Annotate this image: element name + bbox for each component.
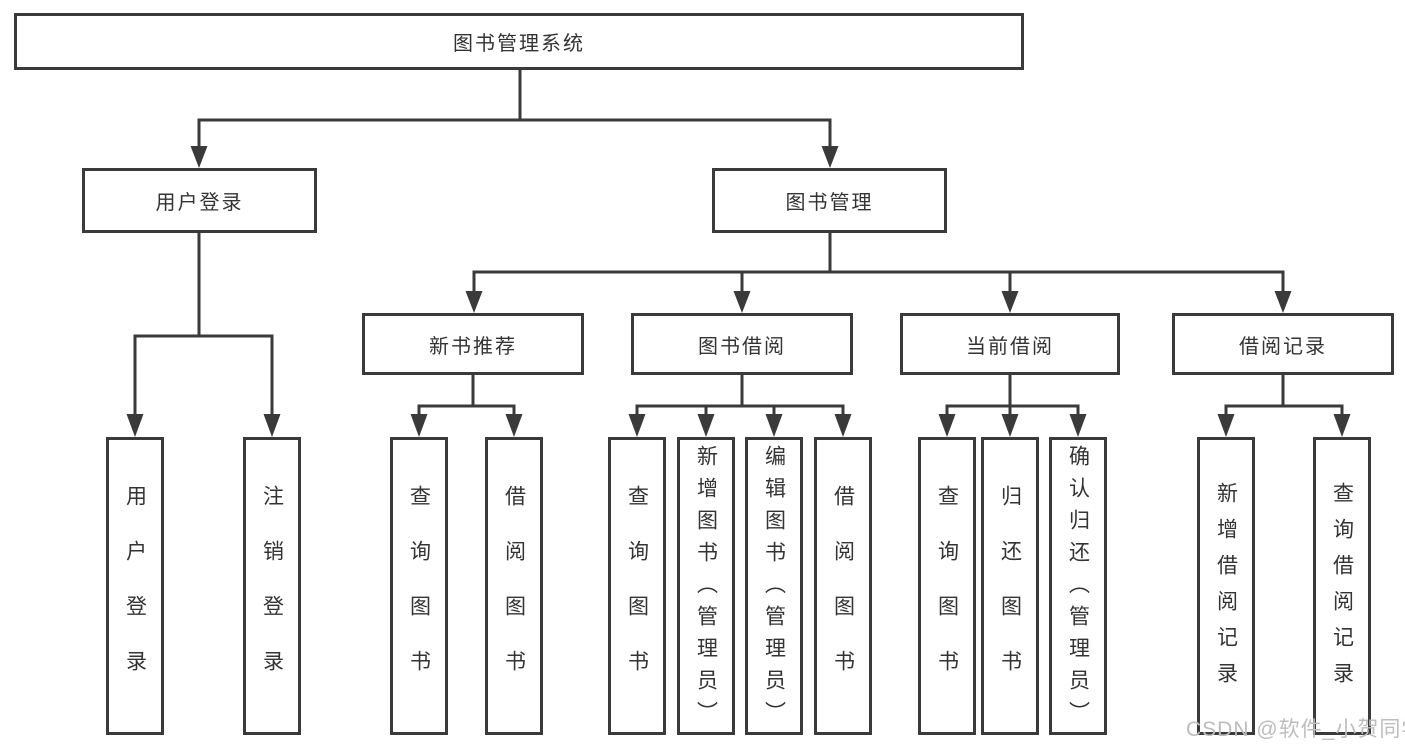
leaf-add-book-admin-label: 新增图书（管理员） (694, 445, 718, 733)
node-user-login-label: 用户登录 (155, 192, 244, 214)
node-current-borrow: 当前借阅 (900, 313, 1120, 375)
leaf-borrow-books-recommend-label: 借阅图书 (502, 484, 526, 705)
node-book-borrow-label: 图书借阅 (698, 335, 786, 358)
node-borrow-records: 借阅记录 (1172, 313, 1394, 375)
connector-current-borrow-branch (938, 375, 1087, 437)
leaf-add-borrow-record: 新增借阅记录 (1197, 437, 1255, 735)
node-user-login: 用户登录 (82, 168, 317, 233)
node-borrow-records-label: 借阅记录 (1239, 335, 1327, 358)
connector-book-borrow-branch (628, 375, 852, 437)
leaf-query-books-borrow: 查询图书 (608, 437, 666, 735)
watermark: CSDN @软件_小贺同学 (1186, 718, 1405, 741)
node-new-book-recommend: 新书推荐 (362, 313, 584, 375)
leaf-return-book: 归还图书 (981, 437, 1039, 735)
connector-book-management-branch (465, 233, 1292, 313)
connector-root-to-level2 (190, 70, 839, 168)
leaf-query-books-current-label: 查询图书 (935, 484, 959, 705)
leaf-return-book-label: 归还图书 (998, 484, 1022, 705)
leaf-user-login: 用户登录 (106, 437, 164, 735)
leaf-user-login-label: 用户登录 (123, 484, 147, 705)
leaf-borrow-books-recommend: 借阅图书 (485, 437, 543, 735)
leaf-query-books-recommend-label: 查询图书 (407, 484, 431, 705)
connector-user-login-branch (126, 233, 281, 437)
leaf-query-books-current: 查询图书 (918, 437, 976, 735)
node-root-label: 图书管理系统 (453, 33, 585, 55)
node-current-borrow-label: 当前借阅 (966, 335, 1054, 358)
connector-new-book-branch (410, 375, 523, 437)
node-root: 图书管理系统 (14, 13, 1024, 70)
connector-borrow-records-branch (1217, 375, 1351, 437)
node-book-borrow: 图书借阅 (631, 313, 853, 375)
leaf-confirm-return-admin-label: 确认归还（管理员） (1066, 445, 1090, 733)
leaf-borrow-books: 借阅图书 (814, 437, 872, 735)
leaf-edit-book-admin: 编辑图书（管理员） (745, 437, 803, 735)
leaf-add-book-admin: 新增图书（管理员） (677, 437, 735, 735)
leaf-borrow-books-label: 借阅图书 (831, 484, 855, 705)
leaf-query-books-borrow-label: 查询图书 (625, 484, 649, 705)
leaf-add-borrow-record-label: 新增借阅记录 (1214, 482, 1238, 698)
leaf-query-borrow-record: 查询借阅记录 (1313, 437, 1371, 735)
leaf-logout: 注销登录 (243, 437, 301, 735)
leaf-confirm-return-admin: 确认归还（管理员） (1049, 437, 1107, 735)
node-book-management: 图书管理 (712, 168, 947, 233)
leaf-query-borrow-record-label: 查询借阅记录 (1330, 482, 1354, 698)
node-book-management-label: 图书管理 (785, 192, 874, 214)
leaf-edit-book-admin-label: 编辑图书（管理员） (762, 445, 786, 733)
leaf-logout-label: 注销登录 (260, 484, 284, 705)
leaf-query-books-recommend: 查询图书 (390, 437, 448, 735)
node-new-book-recommend-label: 新书推荐 (429, 335, 517, 358)
